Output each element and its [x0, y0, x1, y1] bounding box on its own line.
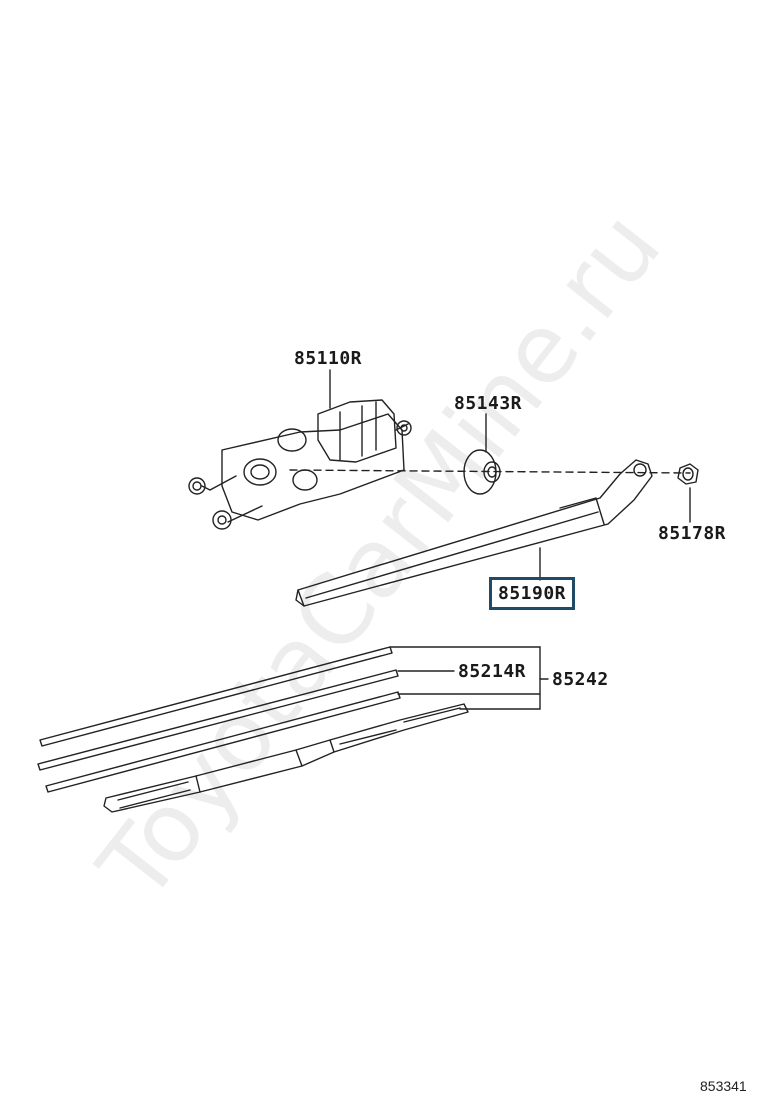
wiper-arm [295, 459, 653, 607]
part-label-85214r[interactable]: 85214R [458, 661, 527, 682]
part-label-85110r[interactable]: 85110R [294, 348, 363, 369]
part-label-85242[interactable]: 85242 [552, 669, 609, 690]
pivot-cap [463, 449, 501, 495]
part-label-85190r[interactable]: 85190R [489, 577, 576, 610]
wiper-blade [103, 703, 469, 813]
assembly-axis [289, 469, 691, 474]
wiper-motor [188, 399, 412, 530]
blade-rubber-strips [37, 646, 401, 793]
diagram-number: 853341 [700, 1078, 747, 1094]
callout-brackets [389, 646, 549, 710]
part-label-85178r[interactable]: 85178R [658, 523, 727, 544]
part-label-85143r[interactable]: 85143R [454, 393, 523, 414]
nut [677, 463, 699, 485]
